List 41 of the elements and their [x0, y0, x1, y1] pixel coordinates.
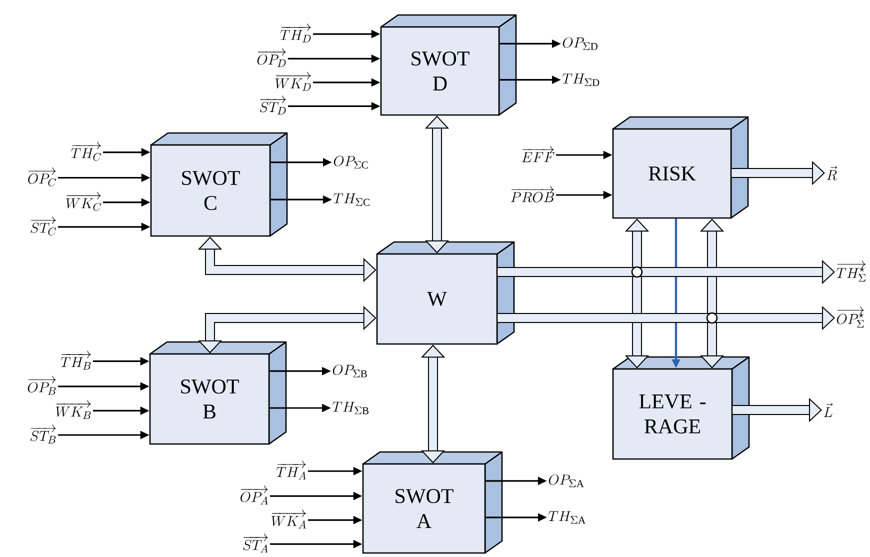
block-arrow [700, 218, 724, 368]
block-arrow [424, 116, 450, 254]
signal-label: $\overrightarrow{ST_{A}}$ [243, 534, 268, 552]
block-arrow [420, 344, 446, 464]
signal-label: $\overrightarrow{WK_{C}}$ [66, 192, 101, 211]
signal-label: $OP_{\Sigma\mathrm{A}}$ [548, 474, 584, 488]
signal-label: $\overrightarrow{TH_{C}}$ [71, 142, 101, 161]
block-box: SWOT D [380, 14, 517, 116]
signal-label: $OP_{\Sigma\mathrm{C}}$ [334, 156, 368, 169]
block-box: SWOT B [149, 341, 287, 445]
block-box: W [376, 241, 515, 345]
block-box: LEVE - RAGE [612, 356, 750, 460]
signal-label: $TH_{\Sigma\mathrm{D}}$ [562, 74, 600, 86]
block-arrow [624, 218, 650, 368]
signal-label: $OP_{\Sigma\mathrm{D}}$ [562, 37, 598, 50]
signal-label: $\overrightarrow{OP_{\Sigma}^{\star}}$ [836, 306, 864, 328]
signal-label: $\overrightarrow{TH_{A}}$ [276, 460, 306, 480]
signal-label: $\overrightarrow{OP_{A}}$ [240, 486, 268, 504]
signal-label: $\overrightarrow{OP_{D}}$ [257, 48, 286, 67]
signal-label: $\overrightarrow{WK_{D}}$ [275, 72, 311, 91]
signal-label: $\overrightarrow{OP_{B}}$ [28, 376, 56, 395]
signal-label: $\vec{R}$ [826, 166, 838, 180]
signal-label: $\overrightarrow{WK_{A}}$ [272, 510, 306, 528]
signal-label: $\overrightarrow{ST_{C}}$ [30, 216, 56, 236]
signal-label: $\overrightarrow{ST_{B}}$ [30, 424, 56, 444]
signal-label: $\overrightarrow{TH_{B}}$ [60, 350, 91, 370]
block-box: SWOT C [150, 132, 288, 237]
signal-label: $\overrightarrow{TH_{\Sigma}^{\star}}$ [836, 260, 866, 282]
signal-label: $\overrightarrow{WK_{B}}$ [56, 400, 91, 420]
signal-label: $\overrightarrow{EFF}$ [522, 146, 554, 162]
signal-label: $TH_{\Sigma\mathrm{A}}$ [548, 511, 586, 524]
signal-label: $\overrightarrow{ST_{D}}$ [260, 96, 286, 115]
signal-label: $TH_{\Sigma\mathrm{C}}$ [334, 193, 370, 206]
block-box: SWOT A [362, 451, 503, 554]
signal-label: $\vec{L}$ [824, 403, 833, 417]
signal-label: $\overrightarrow{TH_{D}}$ [280, 24, 311, 42]
signal-label: $\overrightarrow{OP_{C}}$ [28, 167, 56, 186]
block-box: RISK [612, 116, 749, 219]
signal-label: $\overrightarrow{PROB}$ [510, 186, 554, 202]
signal-label: $OP_{\Sigma\mathrm{B}}$ [332, 364, 367, 378]
signal-label: $TH_{\Sigma\mathrm{B}}$ [332, 402, 368, 414]
